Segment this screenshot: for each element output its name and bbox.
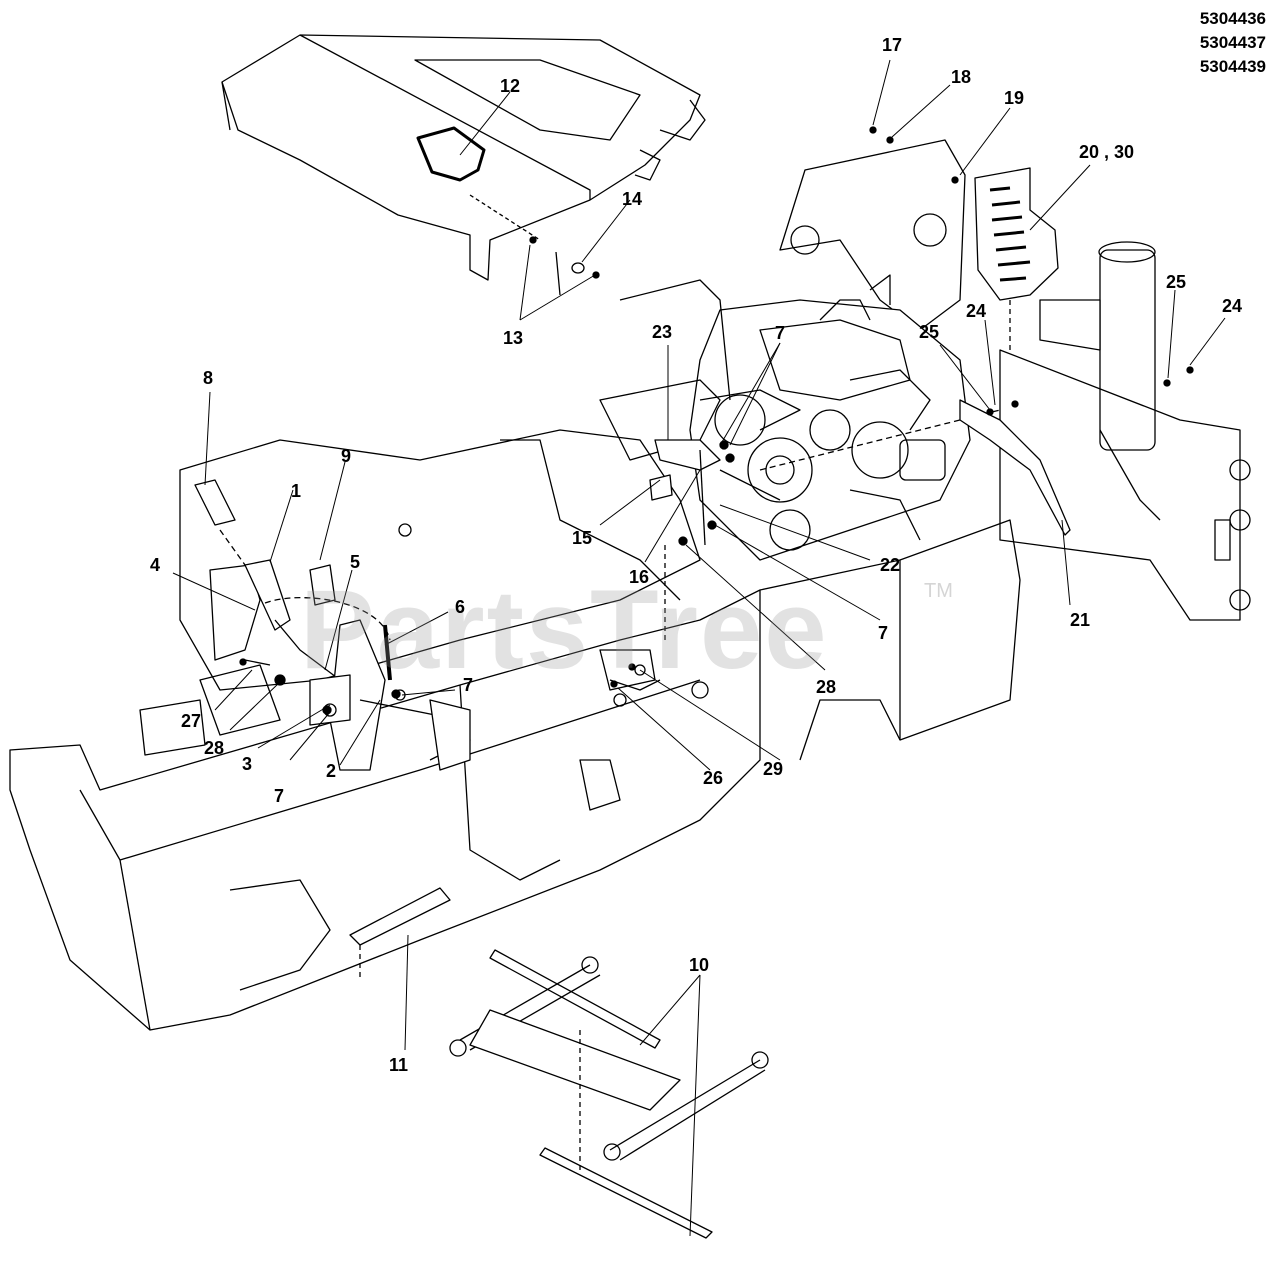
hood-cover	[221, 34, 706, 281]
callout-16: 16	[629, 567, 650, 587]
callout-8: 8	[203, 368, 214, 388]
callout-26: 26	[703, 768, 724, 788]
control-lever-assembly	[194, 479, 471, 771]
callout-29: 29	[763, 759, 784, 779]
callout-7-bracket: 7	[878, 623, 889, 643]
watermark-trademark: TM	[924, 580, 953, 602]
callout-1: 1	[291, 481, 302, 501]
exhaust-bracket	[959, 300, 1071, 536]
callout-3: 3	[242, 754, 253, 774]
callout-7-bottom: 7	[274, 786, 285, 806]
heat-shield	[974, 167, 1059, 301]
callout-7-engine: 7	[775, 323, 786, 343]
muffler	[999, 241, 1251, 621]
callout-13: 13	[503, 328, 524, 348]
callout-22: 22	[880, 555, 901, 575]
callout-5: 5	[350, 552, 361, 572]
model-number-2: 5304437	[1199, 33, 1266, 52]
callout-11: 11	[389, 1055, 409, 1075]
chassis-frame	[9, 279, 1021, 1031]
callout-6: 6	[455, 597, 466, 617]
callout-23: 23	[652, 322, 673, 342]
callout-17: 17	[882, 35, 903, 55]
callout-4: 4	[150, 555, 161, 575]
hood-fasteners	[469, 194, 600, 296]
mid-bracket	[599, 409, 1001, 691]
callout-14: 14	[622, 189, 643, 209]
callout-21: 21	[1070, 610, 1091, 630]
callout-12: 12	[500, 76, 521, 96]
engine	[689, 299, 971, 561]
callout-25-right: 25	[1166, 272, 1187, 292]
callout-7-lever: 7	[463, 675, 474, 695]
callout-2: 2	[326, 761, 337, 781]
callout-15: 15	[572, 528, 593, 548]
plate-11	[349, 887, 451, 980]
callout-25-left: 25	[919, 322, 940, 342]
callout-28-left: 28	[204, 738, 225, 758]
leader-lines	[172, 59, 1226, 1237]
model-number-3: 5304439	[1199, 57, 1266, 76]
callout-10: 10	[689, 955, 710, 975]
callout-27: 27	[181, 711, 202, 731]
callout-9: 9	[341, 446, 352, 466]
callout-18: 18	[951, 67, 972, 87]
callout-19: 19	[1004, 88, 1025, 108]
model-number-1: 5304436	[1199, 9, 1266, 28]
watermark: PartsTree	[300, 567, 829, 692]
callout-24-right: 24	[1222, 296, 1243, 316]
callout-24-left: 24	[966, 301, 987, 321]
stabilizer-rods	[449, 949, 769, 1239]
callout-28-right: 28	[816, 677, 837, 697]
callout-20-30: 20 , 30	[1079, 142, 1135, 162]
